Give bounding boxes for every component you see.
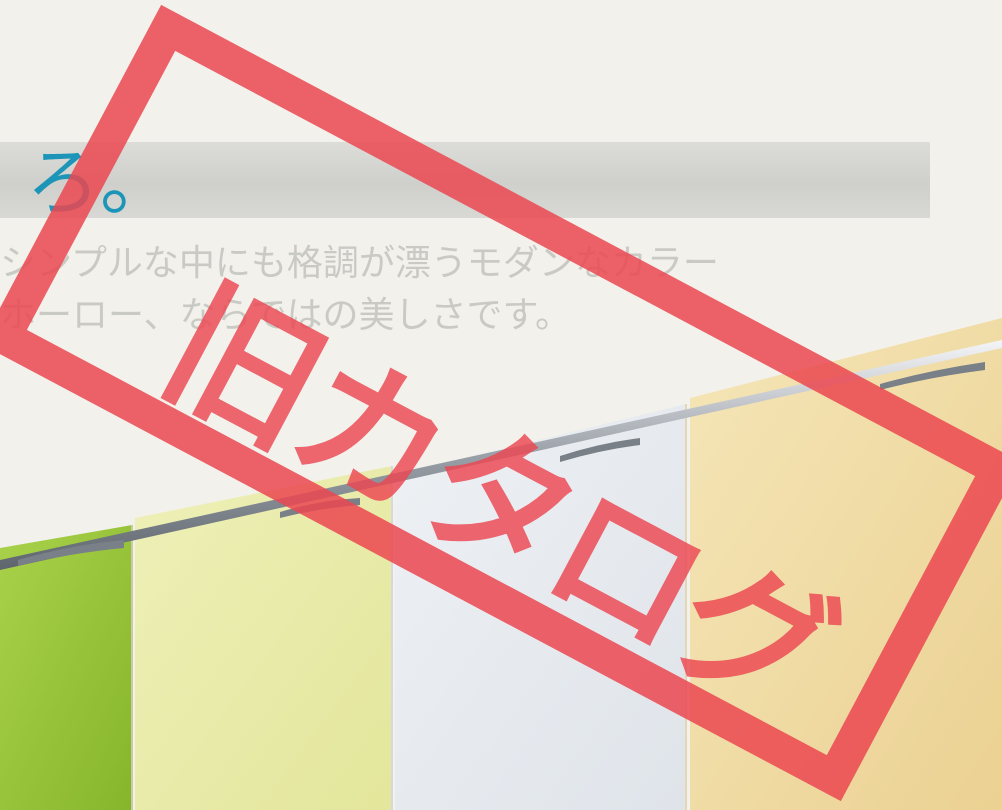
steel-rail <box>0 340 1002 570</box>
headline-line-2: ホーロー、ならではの美しさです。 <box>0 295 571 336</box>
stamp-frame <box>0 4 1002 802</box>
handle-3 <box>560 438 640 462</box>
handle-1 <box>18 540 124 566</box>
handle-4 <box>880 362 985 390</box>
panel-green <box>0 525 132 810</box>
panel-lime <box>135 466 392 810</box>
